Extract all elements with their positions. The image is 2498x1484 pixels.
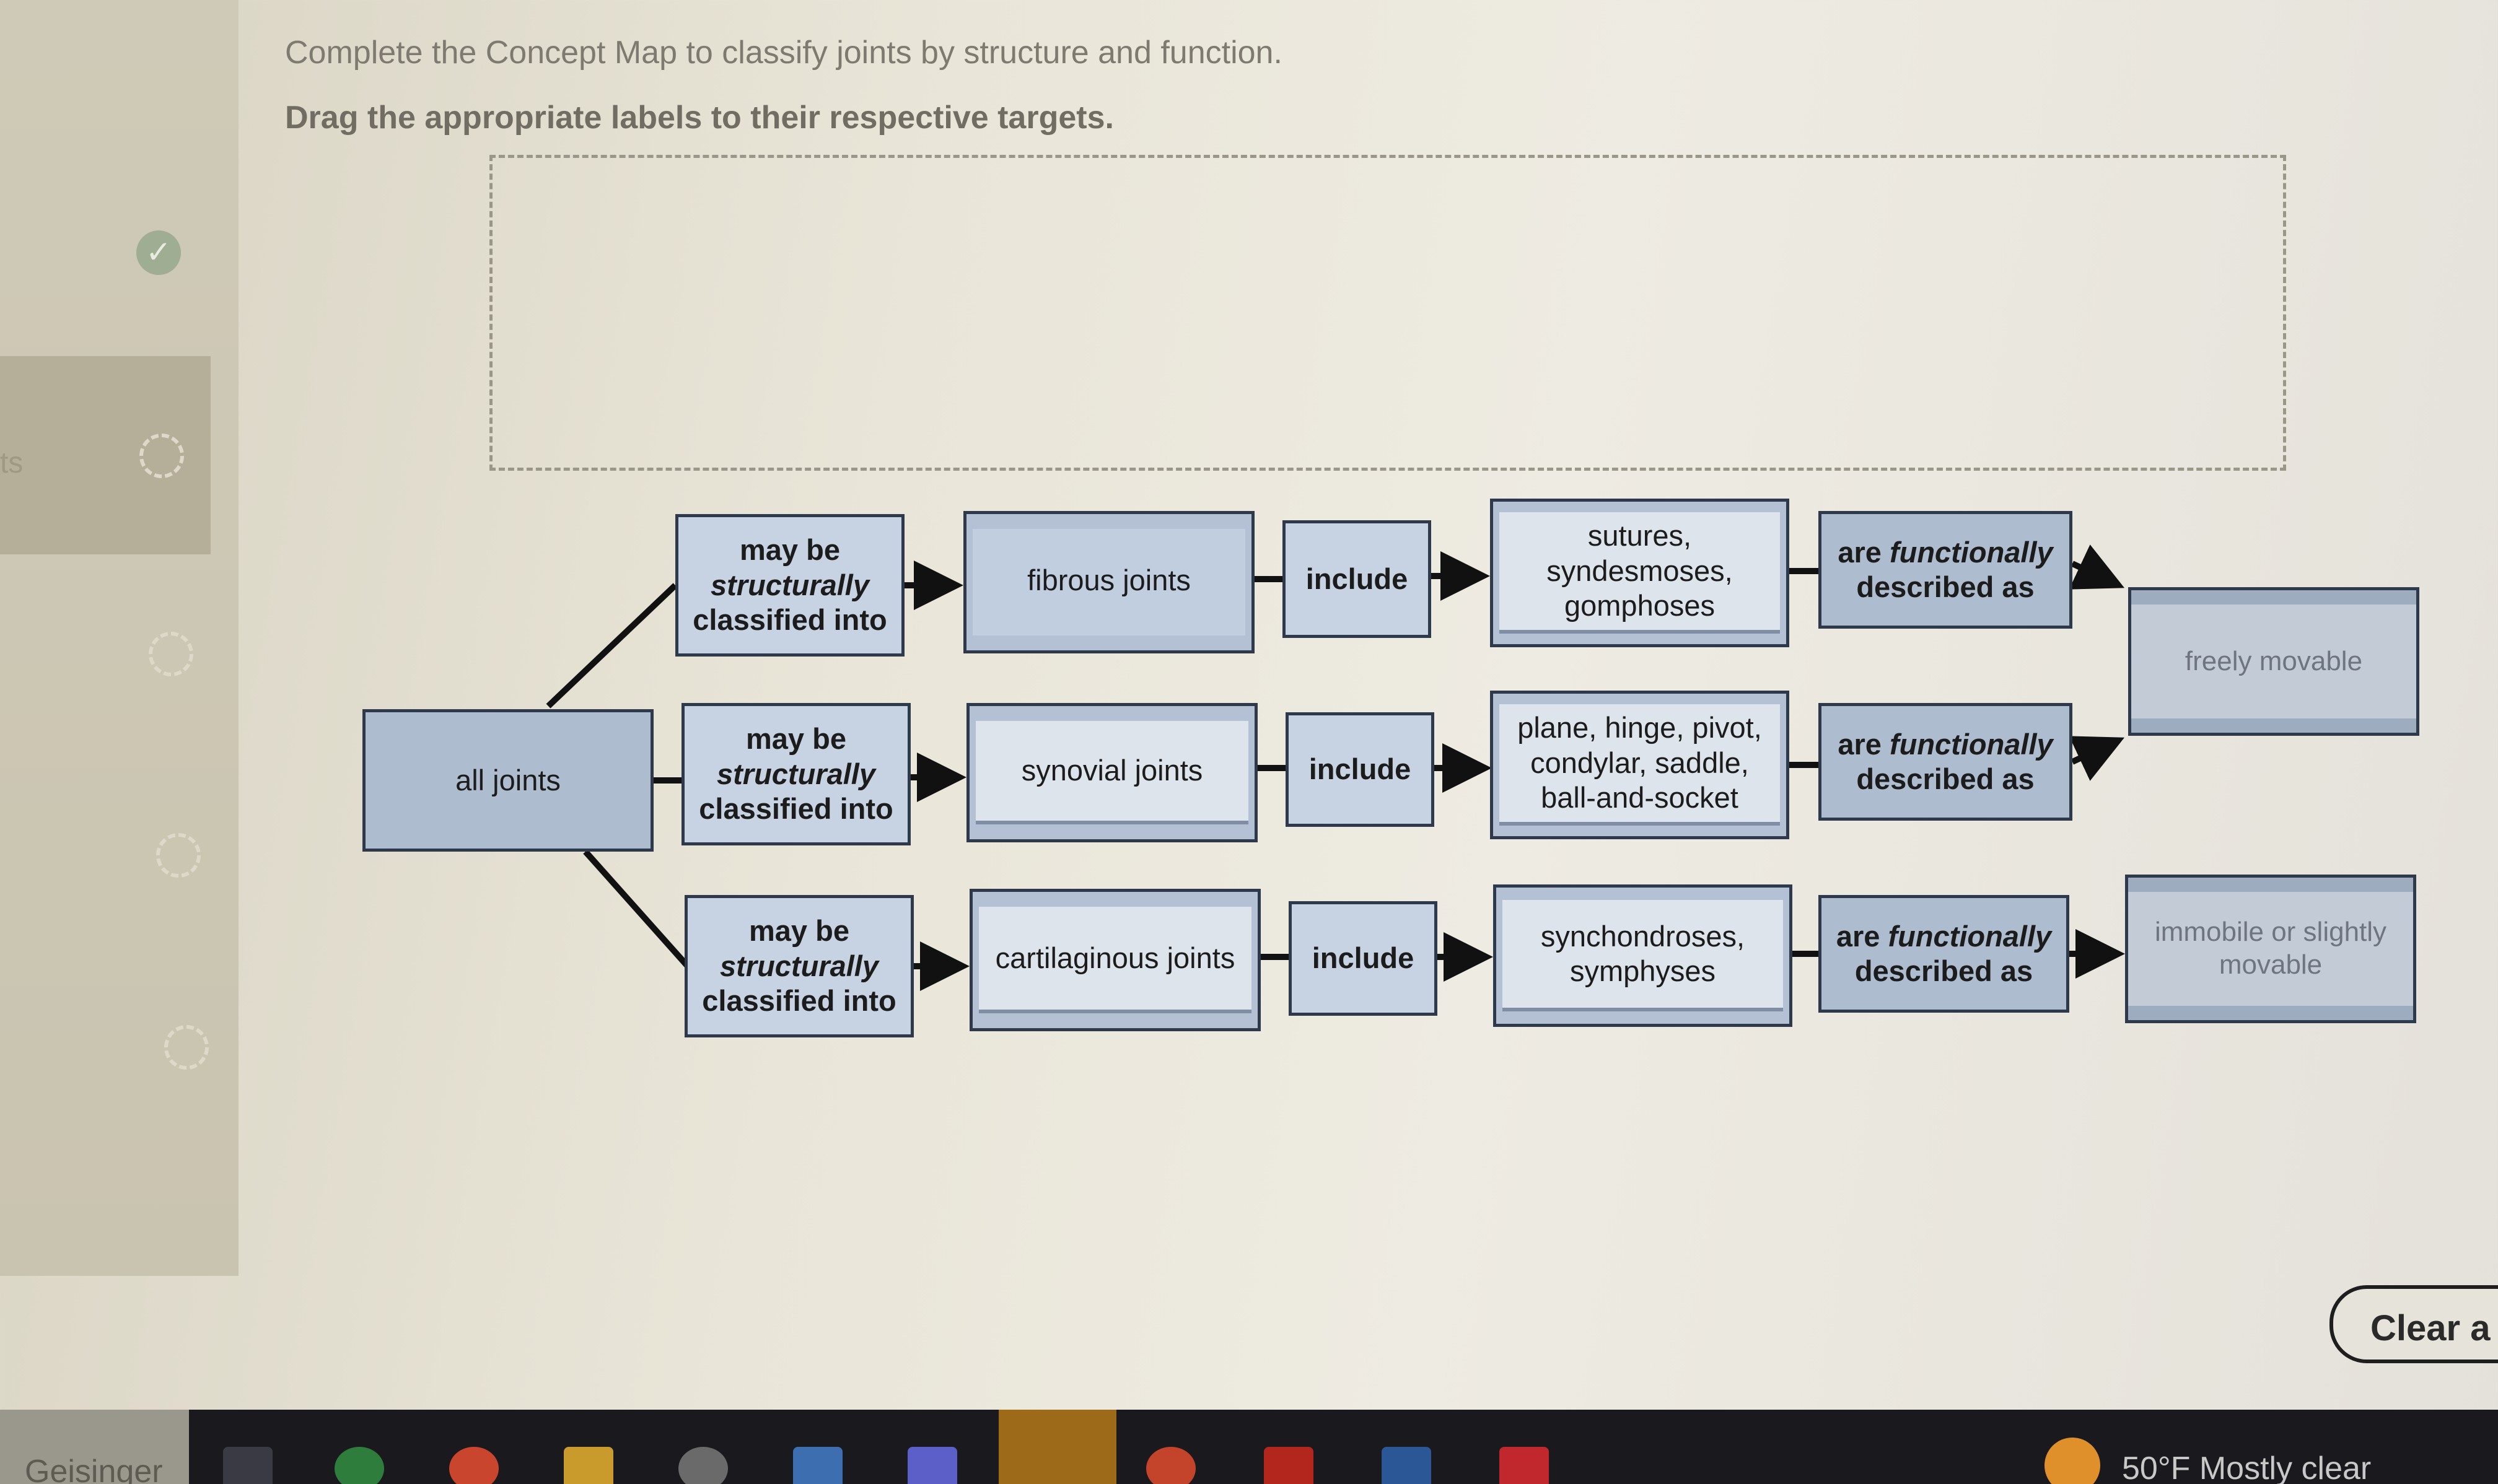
step-complete-icon[interactable] — [136, 230, 181, 275]
powerpoint-icon[interactable] — [1146, 1447, 1196, 1484]
weather-text[interactable]: 50°F Mostly clear — [2122, 1451, 2372, 1484]
link-text: described as — [1856, 570, 2035, 603]
file-explorer-icon[interactable] — [564, 1447, 613, 1484]
link-text: may be — [740, 533, 840, 567]
step-incomplete-icon[interactable] — [156, 833, 201, 878]
step-incomplete-icon[interactable] — [139, 434, 184, 478]
link-text: are — [1838, 535, 1882, 569]
placed-label-synovial-joints[interactable]: synovial joints — [966, 703, 1258, 842]
link-text: include — [1305, 562, 1408, 595]
connector-lines — [546, 544, 2125, 991]
edge-browser-icon[interactable] — [335, 1447, 384, 1484]
step-incomplete-icon[interactable] — [149, 632, 193, 676]
joint-type-label: fibrous joints — [1027, 563, 1191, 596]
link-text: classified into — [702, 984, 896, 1018]
link-text: functionally — [1889, 535, 2053, 569]
placed-label-fibrous-joints[interactable]: fibrous joints — [963, 511, 1255, 653]
link-text: may be — [746, 722, 846, 756]
screen: ts Complete the Concept Map to classify … — [0, 0, 2498, 1410]
link-text: structurally — [720, 949, 879, 982]
instruction-text: Complete the Concept Map to classify joi… — [285, 35, 1282, 71]
step-incomplete-icon[interactable] — [164, 1025, 209, 1070]
link-text: may be — [749, 914, 849, 948]
warning-app-icon[interactable] — [999, 1410, 1116, 1484]
placed-label-fibrous-examples[interactable]: sutures, syndesmoses, gomphoses — [1490, 499, 1789, 647]
target-freely-movable[interactable]: freely movable — [2128, 587, 2419, 736]
link-include: include — [1282, 520, 1431, 638]
target-immobile-or-slightly-movable[interactable]: immobile or slightly movable — [2125, 875, 2416, 1023]
acrobat-icon[interactable] — [1264, 1447, 1313, 1484]
taskbar-left-label: Geisinger — [0, 1410, 189, 1484]
root-node-all-joints: all joints — [362, 709, 654, 852]
link-text: include — [1312, 941, 1414, 975]
target-label: immobile or slightly movable — [2154, 917, 2387, 980]
link-text: described as — [1856, 762, 2035, 795]
examples-label: sutures, syndesmoses, gomphoses — [1546, 519, 1733, 622]
link-text: classified into — [699, 792, 893, 826]
link-text: are — [1836, 919, 1880, 953]
app-icon[interactable] — [678, 1447, 728, 1484]
link-include: include — [1286, 712, 1434, 827]
chrome-icon[interactable] — [449, 1447, 499, 1484]
link-text: are — [1838, 727, 1882, 761]
examples-label: plane, hinge, pivot, condylar, saddle, b… — [1517, 711, 1762, 814]
teams-icon[interactable] — [908, 1447, 957, 1484]
question-sidebar: ts — [0, 0, 239, 1276]
link-text: classified into — [693, 603, 887, 637]
task-view-icon[interactable] — [223, 1447, 273, 1484]
sidebar-cut-label: ts — [0, 447, 24, 479]
joint-type-label: synovial joints — [1021, 754, 1203, 787]
joint-type-label: cartilaginous joints — [995, 941, 1235, 974]
windows-taskbar: Geisinger 50°F Mostly clear — [0, 1410, 2498, 1484]
word-icon[interactable] — [1382, 1447, 1431, 1484]
app-icon[interactable] — [793, 1447, 843, 1484]
link-text: structurally — [717, 757, 875, 790]
placed-label-synovial-examples[interactable]: plane, hinge, pivot, condylar, saddle, b… — [1490, 691, 1789, 839]
placed-label-cartilaginous-examples[interactable]: synchondroses, symphyses — [1493, 884, 1792, 1027]
link-text: structurally — [711, 568, 869, 601]
examples-label: synchondroses, symphyses — [1540, 919, 1745, 987]
placed-label-cartilaginous-joints[interactable]: cartilaginous joints — [970, 889, 1261, 1031]
link-include: include — [1289, 901, 1437, 1016]
link-text: described as — [1854, 954, 2033, 987]
link-text: include — [1308, 753, 1411, 786]
link-text: functionally — [1889, 727, 2053, 761]
link-text: functionally — [1888, 919, 2052, 953]
root-node-label: all joints — [455, 763, 561, 797]
instruction-drag-text: Drag the appropriate labels to their res… — [285, 100, 1114, 136]
weather-icon — [2044, 1438, 2100, 1484]
target-label: freely movable — [2185, 645, 2363, 676]
epic-icon[interactable] — [1499, 1447, 1549, 1484]
label-bank-dropzone[interactable] — [489, 155, 2286, 471]
clear-all-button[interactable]: Clear a — [2329, 1285, 2498, 1363]
